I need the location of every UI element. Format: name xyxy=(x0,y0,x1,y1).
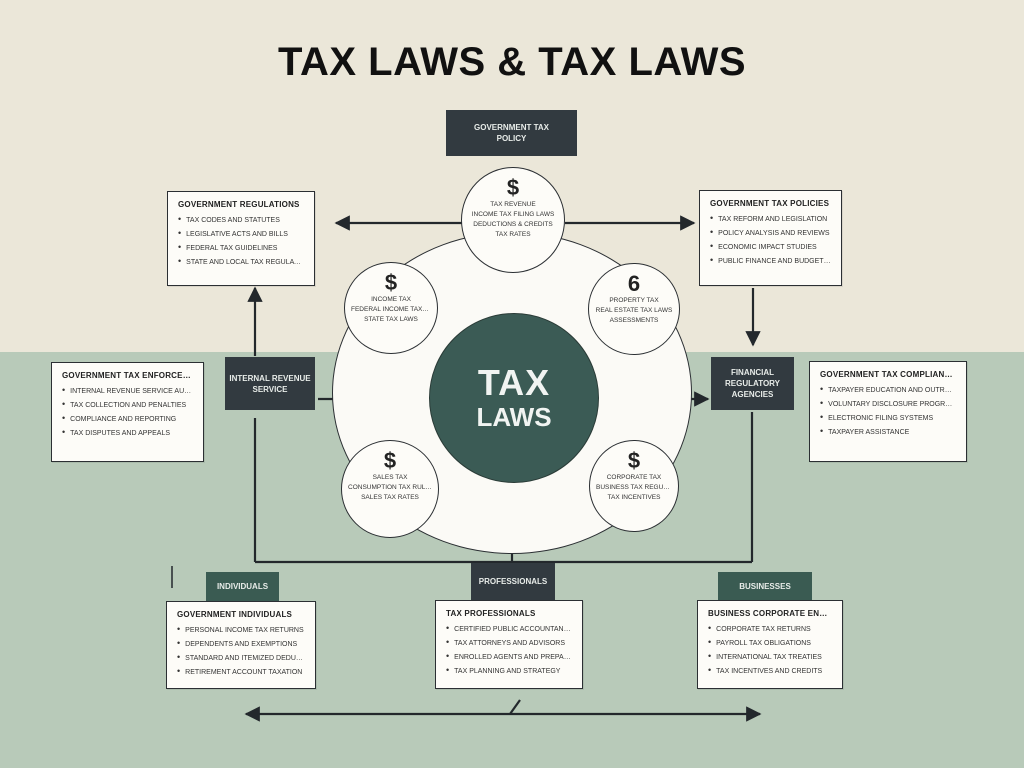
list-item: TAX COLLECTION AND PENALTIES xyxy=(62,398,193,412)
node-line: FEDERAL INCOME TAXES xyxy=(351,306,432,313)
dollar-icon: $ xyxy=(627,448,641,473)
list-item: VOLUNTARY DISCLOSURE PROGRAMS xyxy=(820,397,956,411)
node-line: TAX REVENUE xyxy=(490,201,536,208)
hub-line: TAX xyxy=(477,362,551,403)
list-item: RETIREMENT ACCOUNT TAXATION xyxy=(177,665,305,679)
node-line: DEDUCTIONS & CREDITS xyxy=(473,221,553,228)
box-heading: GOVERNMENT REGULATIONS xyxy=(178,200,300,209)
node-line: ASSESSMENTS xyxy=(609,317,659,324)
box-bottom-left: GOVERNMENT INDIVIDUALS PERSONAL INCOME T… xyxy=(166,601,316,689)
list-item: TAX PLANNING AND STRATEGY xyxy=(446,664,572,678)
box-top-left: GOVERNMENT REGULATIONS TAX CODES AND STA… xyxy=(167,191,315,286)
list-item: TAXPAYER ASSISTANCE xyxy=(820,425,956,439)
list-item: STATE AND LOCAL TAX REGULATIONS xyxy=(178,255,304,269)
node-line: STATE TAX LAWS xyxy=(364,316,418,323)
node-line: REAL ESTATE TAX LAWS xyxy=(595,307,673,314)
box-heading: TAX PROFESSIONALS xyxy=(446,609,536,618)
list-item: PERSONAL INCOME TAX RETURNS xyxy=(177,623,305,637)
list-item: PAYROLL TAX OBLIGATIONS xyxy=(708,636,832,650)
node-upper-left: $ INCOME TAX FEDERAL INCOME TAXES STATE … xyxy=(344,262,438,354)
box-heading: BUSINESS CORPORATE ENTITIES xyxy=(708,609,832,618)
list-item: TAX INCENTIVES AND CREDITS xyxy=(708,664,832,678)
list-item: TAXPAYER EDUCATION AND OUTREACH xyxy=(820,383,956,397)
box-heading: GOVERNMENT INDIVIDUALS xyxy=(177,610,293,619)
tag-mid-right: FINANCIAL REGULATORY AGENCIES xyxy=(711,357,794,410)
node-lower-right: $ CORPORATE TAX BUSINESS TAX REGULATIONS… xyxy=(589,440,679,532)
tag-bottom-center: PROFESSIONALS xyxy=(471,563,555,600)
node-line: SALES TAX xyxy=(372,474,408,481)
list-item: FEDERAL TAX GUIDELINES xyxy=(178,241,304,255)
box-top-right: GOVERNMENT TAX POLICIES TAX REFORM AND L… xyxy=(699,190,842,286)
currency-icon: 6 xyxy=(627,271,641,296)
tag-line: INTERNAL REVENUE xyxy=(229,373,311,383)
node-line: CONSUMPTION TAX RULES xyxy=(348,484,435,491)
tag-government-tax-policy: GOVERNMENT TAX POLICY xyxy=(446,110,577,156)
box-heading: GOVERNMENT TAX COMPLIANCE PROGRAMS xyxy=(820,370,956,379)
list-item: TAX ATTORNEYS AND ADVISORS xyxy=(446,636,572,650)
list-item: TAX CODES AND STATUTES xyxy=(178,213,304,227)
tag-line: POLICY xyxy=(496,134,527,143)
node-top: $ TAX REVENUE INCOME TAX FILING LAWS DED… xyxy=(461,167,565,273)
node-lower-left: $ SALES TAX CONSUMPTION TAX RULES SALES … xyxy=(341,440,439,538)
list-item: INTERNATIONAL TAX TREATIES xyxy=(708,650,832,664)
dollar-icon: $ xyxy=(383,448,397,473)
list-item: ECONOMIC IMPACT STUDIES xyxy=(710,240,831,254)
box-mid-left: GOVERNMENT TAX ENFORCEMENT AGENCIES INTE… xyxy=(51,362,204,462)
box-bottom-right: BUSINESS CORPORATE ENTITIES CORPORATE TA… xyxy=(697,600,843,689)
list-item: CERTIFIED PUBLIC ACCOUNTANTS xyxy=(446,622,572,636)
list-item: STANDARD AND ITEMIZED DEDUCTIONS xyxy=(177,651,305,665)
list-item: INTERNAL REVENUE SERVICE AUDITS xyxy=(62,384,193,398)
node-line: INCOME TAX xyxy=(371,296,411,303)
node-line: SALES TAX RATES xyxy=(361,494,419,501)
arrow-bottom-center-tick xyxy=(509,699,521,715)
node-line: PROPERTY TAX xyxy=(609,297,659,304)
list-item: ENROLLED AGENTS AND PREPARERS xyxy=(446,650,572,664)
list-item: DEPENDENTS AND EXEMPTIONS xyxy=(177,637,305,651)
box-heading: GOVERNMENT TAX POLICIES xyxy=(710,199,830,208)
tag-line: FINANCIAL xyxy=(730,368,775,377)
node-line: BUSINESS TAX REGULATIONS xyxy=(596,484,678,491)
box-heading: GOVERNMENT TAX ENFORCEMENT AGENCIES xyxy=(62,371,193,380)
list-item: TAX DISPUTES AND APPEALS xyxy=(62,426,193,440)
tag-line: REGULATORY AGENCIES xyxy=(725,379,780,399)
box-bottom-center: TAX PROFESSIONALS CERTIFIED PUBLIC ACCOU… xyxy=(435,600,583,689)
node-line: CORPORATE TAX xyxy=(606,474,662,481)
hub-tax-laws: TAX LAWS xyxy=(429,313,599,483)
tag-bottom-right: BUSINESSES xyxy=(718,572,812,600)
tag-bottom-left: INDIVIDUALS xyxy=(206,572,279,601)
hub-line: LAWS xyxy=(476,402,552,432)
list-item: POLICY ANALYSIS AND REVIEWS xyxy=(710,226,831,240)
box-mid-right: GOVERNMENT TAX COMPLIANCE PROGRAMS TAXPA… xyxy=(809,361,967,462)
tag-line: SERVICE xyxy=(252,384,288,394)
list-item: CORPORATE TAX RETURNS xyxy=(708,622,832,636)
list-item: ELECTRONIC FILING SYSTEMS xyxy=(820,411,956,425)
list-item: COMPLIANCE AND REPORTING xyxy=(62,412,193,426)
list-item: LEGISLATIVE ACTS AND BILLS xyxy=(178,227,304,241)
node-line: INCOME TAX FILING LAWS xyxy=(471,211,555,218)
tag-line: GOVERNMENT TAX xyxy=(474,123,549,132)
list-item: TAX REFORM AND LEGISLATION xyxy=(710,212,831,226)
dollar-icon: $ xyxy=(506,175,520,200)
node-line: TAX RATES xyxy=(495,231,531,238)
node-upper-right: 6 PROPERTY TAX REAL ESTATE TAX LAWS ASSE… xyxy=(588,263,680,355)
list-item: PUBLIC FINANCE AND BUDGETING xyxy=(710,254,831,268)
page-title: TAX LAWS & TAX LAWS xyxy=(278,40,746,84)
node-line: TAX INCENTIVES xyxy=(607,494,661,501)
dollar-icon: $ xyxy=(384,270,398,295)
